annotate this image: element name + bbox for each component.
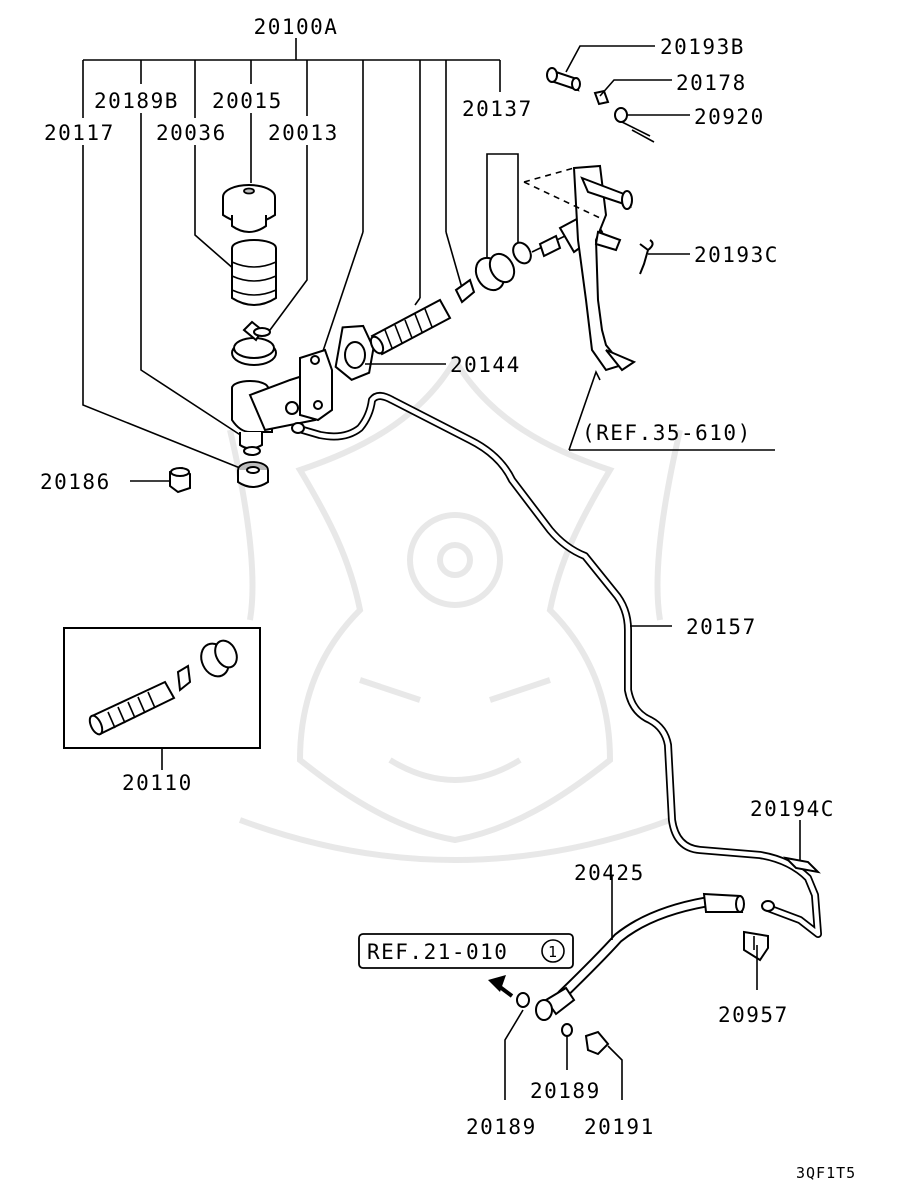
master-cylinder-body xyxy=(231,348,333,450)
label-20194C: 20194C xyxy=(750,797,835,821)
label-20100A: 20100A xyxy=(254,15,339,39)
bracket-20957 xyxy=(743,930,769,990)
clevis-pin xyxy=(546,67,581,92)
ref-box-21-010 xyxy=(358,933,574,969)
reservoir-body xyxy=(231,239,277,306)
clutch-pipe xyxy=(291,392,822,938)
gasket-20189-right xyxy=(561,1023,573,1070)
piston-kit xyxy=(369,278,476,356)
clutch-hose xyxy=(535,875,745,1021)
label-20193C: 20193C xyxy=(694,243,779,267)
label-20110: 20110 xyxy=(122,771,193,795)
assembly-bracket-20100A xyxy=(82,38,519,469)
reservoir-cap xyxy=(222,184,276,233)
ref-arrow xyxy=(488,975,514,998)
label-ref-21-010: REF.21-010 xyxy=(367,940,508,964)
union-bolt-20191 xyxy=(584,1030,623,1100)
label-20920: 20920 xyxy=(694,105,765,129)
label-ref-index: 1 xyxy=(548,943,558,961)
label-20013: 20013 xyxy=(268,121,339,145)
bolt-20186 xyxy=(169,466,191,494)
label-20178: 20178 xyxy=(676,71,747,95)
label-20189B: 20189B xyxy=(94,89,179,113)
label-20193B: 20193B xyxy=(660,35,745,59)
grommet xyxy=(237,461,269,488)
label-20015: 20015 xyxy=(212,89,283,113)
label-20036: 20036 xyxy=(156,121,227,145)
label-20957: 20957 xyxy=(718,1003,789,1027)
label-20189-right: 20189 xyxy=(530,1079,601,1103)
label-20186: 20186 xyxy=(40,470,111,494)
watermark-emblem xyxy=(227,354,683,863)
gasket xyxy=(334,324,375,381)
snap-pin xyxy=(614,107,628,123)
clutch-pedal xyxy=(523,119,655,372)
label-ref-35-610: (REF.35-610) xyxy=(582,421,752,445)
gasket-20189-left xyxy=(504,992,530,1100)
diagram-code: 3QF1T5 xyxy=(796,1164,856,1182)
label-20157: 20157 xyxy=(686,615,757,639)
o-ring-small xyxy=(243,446,261,456)
pipe-clip-20194C xyxy=(783,820,821,874)
boot xyxy=(474,241,532,292)
leaders-top-right xyxy=(130,45,775,482)
inset-repair-kit xyxy=(63,627,261,770)
label-20425: 20425 xyxy=(574,861,645,885)
spring-washer xyxy=(593,89,610,106)
label-20191: 20191 xyxy=(584,1115,655,1139)
label-20144: 20144 xyxy=(450,353,521,377)
label-20189-left: 20189 xyxy=(466,1115,537,1139)
label-20117: 20117 xyxy=(44,121,115,145)
label-20137: 20137 xyxy=(462,97,533,121)
hose-clamp xyxy=(231,320,277,366)
